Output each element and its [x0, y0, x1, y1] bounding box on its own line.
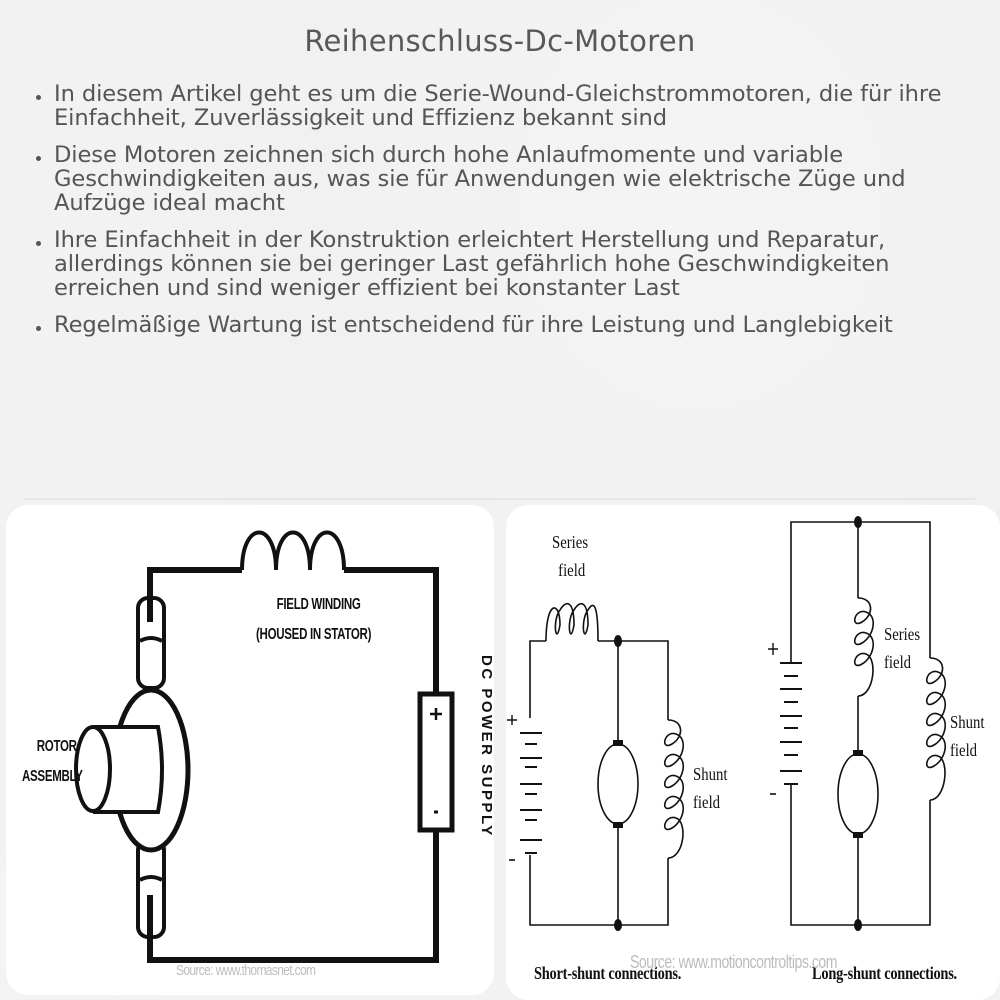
short-shunt-shunt-field-label: Shunt [693, 764, 728, 784]
source-thomasnet: Source: www.thomasnet.com [176, 962, 316, 979]
bullet-item: Diese Motoren zeichnen sich durch hohe A… [34, 143, 984, 215]
long-shunt-series-field-sublabel: field [884, 652, 912, 672]
bullet-list: In diesem Artikel geht es um die Serie-W… [34, 82, 984, 350]
rotor-label: ROTOR [36, 738, 77, 755]
bullet-item: Regelmäßige Wartung ist entscheidend für… [34, 313, 984, 337]
rotor-sublabel: ASSEMBLY [22, 768, 83, 785]
field-winding-label: FIELD WINDING [276, 596, 361, 613]
rotor-shaft-icon [74, 725, 112, 813]
short-shunt-shunt-field-sublabel: field [693, 792, 721, 812]
bullet-item: Ihre Einfachheit in der Konstruktion erl… [34, 228, 984, 300]
page-title: Reihenschluss-Dc-Motoren [304, 24, 696, 58]
long-shunt-series-field-label: Series [884, 624, 921, 644]
long-shunt-shunt-field-label: Shunt [950, 712, 985, 732]
short-shunt-caption: Short-shunt connections. [534, 963, 682, 983]
dc-power-supply-label: DC POWER SUPPLY [478, 655, 495, 838]
field-winding-coil-icon [240, 530, 346, 571]
field-winding-sublabel: (HOUSED IN STATOR) [256, 626, 372, 643]
long-shunt-caption: Long-shunt connections. [812, 963, 957, 983]
source-motioncontroltips: Source: www.motioncontroltips.com [630, 952, 837, 972]
bullet-item: In diesem Artikel geht es um die Serie-W… [34, 82, 984, 130]
short-shunt-series-field-sublabel: field [558, 560, 586, 580]
section-divider [25, 498, 975, 500]
series-motor-circuit-drawing [74, 530, 455, 963]
long-shunt-shunt-field-sublabel: field [950, 740, 978, 760]
short-shunt-series-field-label: Series [552, 532, 589, 552]
dc-power-supply-icon [417, 691, 455, 833]
